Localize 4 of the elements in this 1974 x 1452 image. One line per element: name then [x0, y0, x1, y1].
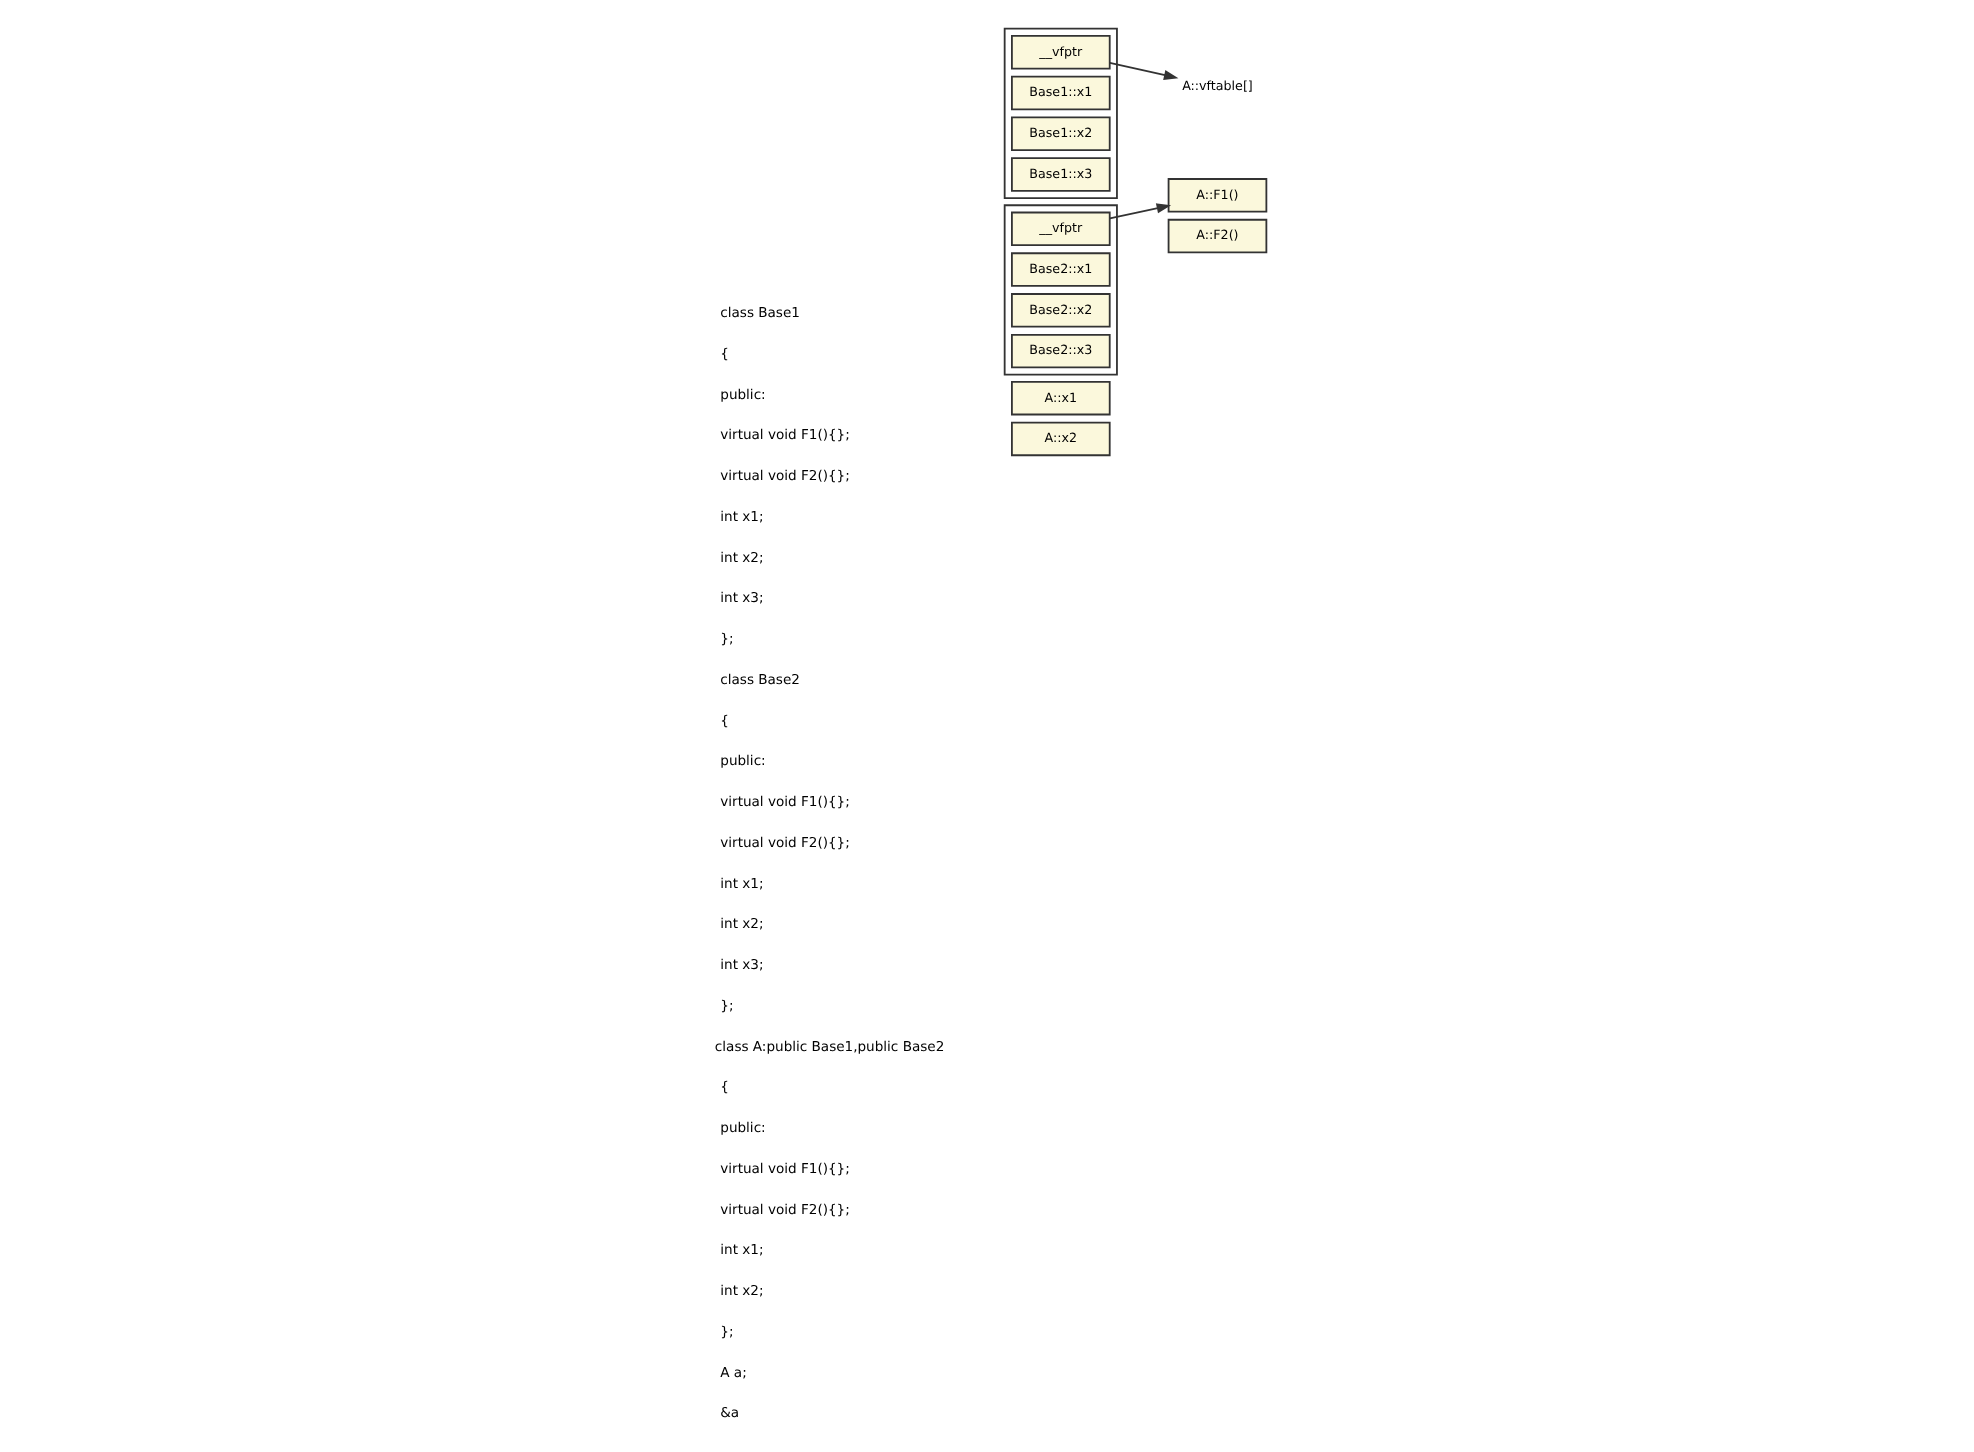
cluster — [1003, 204, 1118, 376]
cluster — [1003, 27, 1118, 199]
arrow — [1108, 203, 1172, 220]
arrow — [1108, 62, 1179, 80]
